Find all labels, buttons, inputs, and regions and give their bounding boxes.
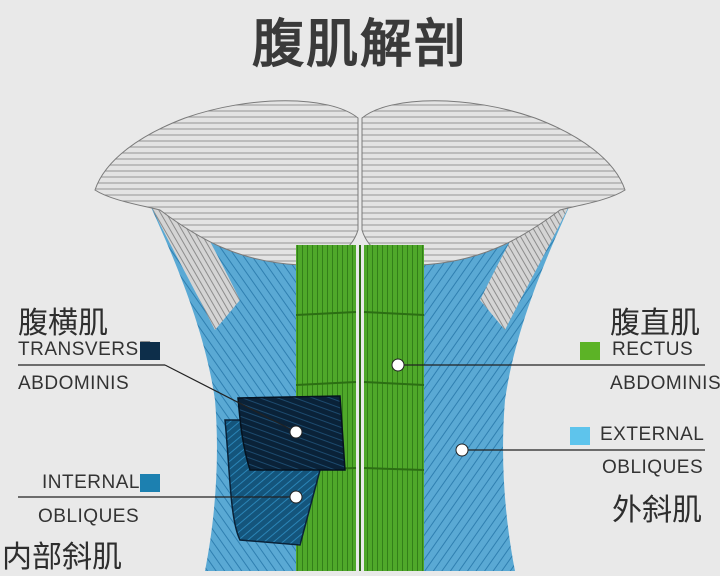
serratus-right <box>480 200 572 330</box>
external-label-en1: EXTERNAL <box>600 424 705 445</box>
rectus-label-en2: ABDOMINIS <box>610 373 720 394</box>
transverse-label-en2: ABDOMINIS <box>18 373 130 394</box>
internal-label-cn: 内部斜肌 <box>2 540 122 575</box>
transverse-label-en1: TRANSVERSE <box>18 339 152 360</box>
marker-transverse <box>289 425 303 439</box>
rectus-label-cn: 腹直肌 <box>610 306 700 341</box>
serratus-left <box>148 200 240 330</box>
internal-label-en1: INTERNAL <box>42 472 140 493</box>
external-label-en2: OBLIQUES <box>602 457 704 478</box>
external-obliques-right <box>420 205 570 571</box>
internal-label-en2: OBLIQUES <box>38 506 140 527</box>
rectus-swatch <box>580 342 600 360</box>
rectus-label-en1: RECTUS <box>612 339 694 360</box>
page-title: 腹肌解剖 <box>251 15 468 75</box>
marker-external <box>455 443 469 457</box>
transverse-label-cn: 腹横肌 <box>18 306 108 341</box>
marker-rectus <box>391 358 405 372</box>
external-swatch <box>570 427 590 445</box>
leader-transverse-diag <box>164 364 297 433</box>
external-label-cn: 外斜肌 <box>612 493 702 528</box>
pectoral-left <box>94 100 359 266</box>
transverse-swatch <box>140 342 160 360</box>
marker-internal <box>289 490 303 504</box>
pectoral-right <box>361 100 626 266</box>
internal-swatch <box>140 474 160 492</box>
